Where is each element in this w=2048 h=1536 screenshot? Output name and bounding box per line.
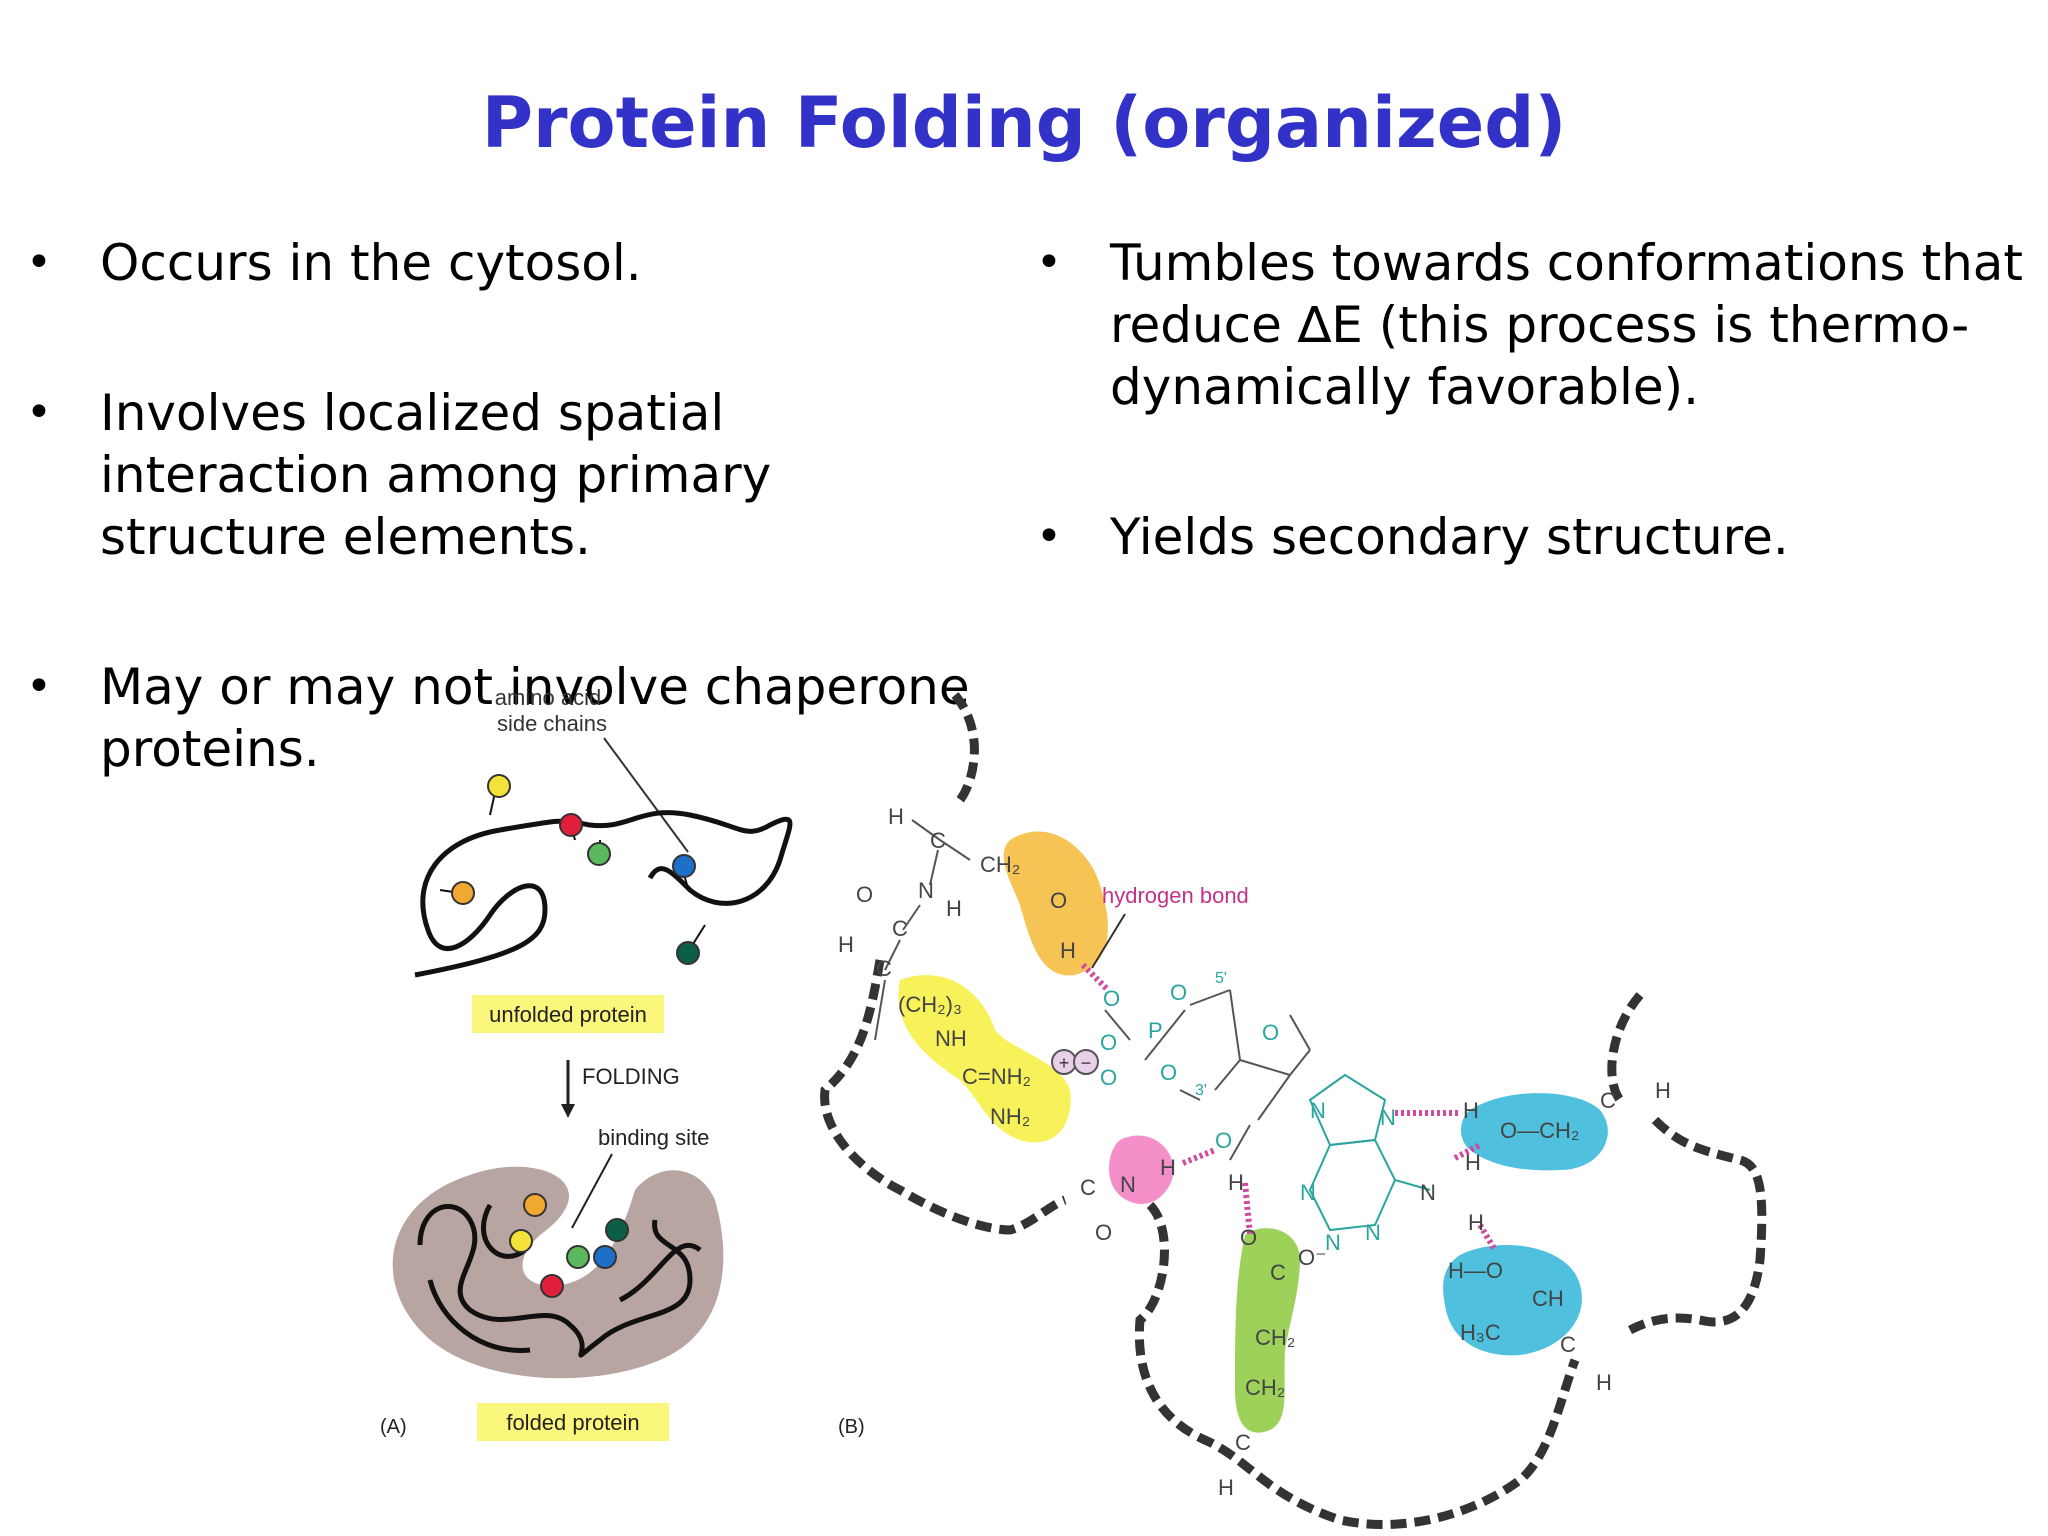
adenine-rings <box>1308 1073 1431 1232</box>
svg-text:CH: CH <box>1532 1286 1564 1311</box>
svg-text:C: C <box>1080 1175 1096 1200</box>
svg-text:O—CH₂: O—CH₂ <box>1500 1118 1579 1143</box>
folded-protein-label: folded protein <box>506 1410 639 1435</box>
serine-highlight <box>1003 831 1108 976</box>
svg-text:NH: NH <box>935 1026 967 1051</box>
side-chains-label-2: side chains <box>497 711 607 736</box>
threonine-highlight <box>1443 1245 1582 1356</box>
svg-text:O: O <box>1095 1220 1112 1245</box>
svg-text:H: H <box>1160 1155 1176 1180</box>
bullet-spatial-interaction: Involves localized spatial interaction a… <box>26 382 988 568</box>
svg-text:O: O <box>1240 1225 1257 1250</box>
svg-text:H: H <box>946 896 962 921</box>
svg-text:O: O <box>1103 986 1120 1011</box>
folded-label-box <box>477 1403 669 1441</box>
slide-title: Protein Folding (organized) <box>481 82 1567 164</box>
svg-text:H: H <box>1463 1098 1479 1123</box>
amide-highlight <box>1108 1135 1174 1204</box>
svg-text:H: H <box>1060 938 1076 963</box>
serine-b-highlight <box>1461 1093 1608 1171</box>
glutamate-highlight <box>1235 1228 1300 1433</box>
svg-text:H: H <box>1228 1170 1244 1195</box>
hydrogen-bonds <box>1080 962 1498 1252</box>
side-chain-blue <box>672 854 696 878</box>
bullet-tumbles: Tumbles towards conformations that reduc… <box>1036 232 2038 418</box>
panel-b-label: (B) <box>838 1416 865 1438</box>
binding-site-label: binding site <box>598 1125 709 1150</box>
svg-text:C: C <box>892 916 908 941</box>
svg-text:N: N <box>1365 1220 1381 1245</box>
svg-text:5': 5' <box>1215 970 1227 987</box>
side-chain-red <box>559 813 583 837</box>
folding-label: FOLDING <box>582 1064 680 1089</box>
svg-text:N: N <box>1420 1180 1436 1205</box>
pointer-line <box>603 737 689 853</box>
svg-text:O: O <box>1100 1065 1117 1090</box>
panel-b: hydrogen bond <box>820 692 1767 1529</box>
svg-text:+: + <box>1059 1053 1070 1073</box>
svg-text:3': 3' <box>1195 1082 1207 1099</box>
svg-text:O: O <box>1160 1060 1177 1085</box>
svg-text:C: C <box>1560 1332 1576 1357</box>
hydrogen-bond-label: hydrogen bond <box>1102 883 1249 908</box>
svg-text:H: H <box>1465 1150 1481 1175</box>
unfolded-protein-label: unfolded protein <box>489 1002 647 1027</box>
svg-text:−: − <box>1081 1053 1092 1073</box>
svg-text:O⁻: O⁻ <box>1298 1245 1327 1270</box>
svg-text:H: H <box>1468 1210 1484 1235</box>
svg-text:O: O <box>856 882 873 907</box>
backbone-chain <box>820 692 1767 1529</box>
svg-text:P: P <box>1148 1018 1163 1043</box>
svg-text:C: C <box>1600 1088 1616 1113</box>
svg-text:O: O <box>1215 1128 1232 1153</box>
minus-charge <box>1073 1049 1099 1075</box>
svg-text:CH₂: CH₂ <box>1255 1325 1295 1350</box>
folded-protein-blob <box>392 1166 724 1379</box>
svg-text:H: H <box>888 804 904 829</box>
svg-text:O: O <box>1262 1020 1279 1045</box>
svg-text:N: N <box>1380 1105 1396 1130</box>
side-chain-green <box>587 842 611 866</box>
svg-text:H—O: H—O <box>1448 1258 1503 1283</box>
svg-text:O: O <box>1170 980 1187 1005</box>
bullet-chaperone: May or may not involve chaperone protein… <box>26 656 988 780</box>
svg-text:C: C <box>1235 1430 1251 1455</box>
svg-text:N: N <box>1325 1230 1341 1255</box>
right-bullet-list: Tumbles towards conformations that reduc… <box>1036 232 2038 568</box>
svg-text:N: N <box>1300 1180 1316 1205</box>
svg-text:N: N <box>1310 1098 1326 1123</box>
svg-text:O: O <box>1050 888 1067 913</box>
svg-text:O: O <box>1100 1030 1117 1055</box>
svg-text:C: C <box>876 956 892 981</box>
svg-text:C=NH₂: C=NH₂ <box>962 1064 1031 1089</box>
svg-text:CH₂: CH₂ <box>980 852 1020 877</box>
svg-text:CH₂: CH₂ <box>1245 1375 1285 1400</box>
bullet-cytosol: Occurs in the cytosol. <box>26 232 988 294</box>
svg-text:N: N <box>918 878 934 903</box>
svg-text:H₃C: H₃C <box>1460 1320 1501 1345</box>
side-chain-orange <box>451 881 475 905</box>
svg-text:NH₂: NH₂ <box>990 1104 1030 1129</box>
side-chains-label: amino acid <box>495 685 601 710</box>
svg-text:(CH₂)₃: (CH₂)₃ <box>898 992 962 1017</box>
panel-a: amino acid side chains unfolded protein … <box>380 685 793 1441</box>
svg-text:C: C <box>1270 1260 1286 1285</box>
left-bullet-list: Occurs in the cytosol. Involves localize… <box>26 232 988 780</box>
svg-text:H: H <box>838 932 854 957</box>
arginine-highlight <box>898 975 1071 1143</box>
side-chain-dark-green <box>676 941 700 965</box>
bullet-secondary-structure: Yields secondary structure. <box>1036 506 2038 568</box>
unfolded-label-box <box>472 995 664 1033</box>
svg-text:N: N <box>1120 1172 1136 1197</box>
svg-text:C: C <box>930 828 946 853</box>
svg-text:H: H <box>1218 1475 1234 1500</box>
panel-a-label: (A) <box>380 1416 407 1438</box>
svg-text:H: H <box>1596 1370 1612 1395</box>
folded-chain <box>417 1203 702 1358</box>
side-chain-yellow <box>487 774 511 798</box>
svg-text:H: H <box>1655 1078 1671 1103</box>
